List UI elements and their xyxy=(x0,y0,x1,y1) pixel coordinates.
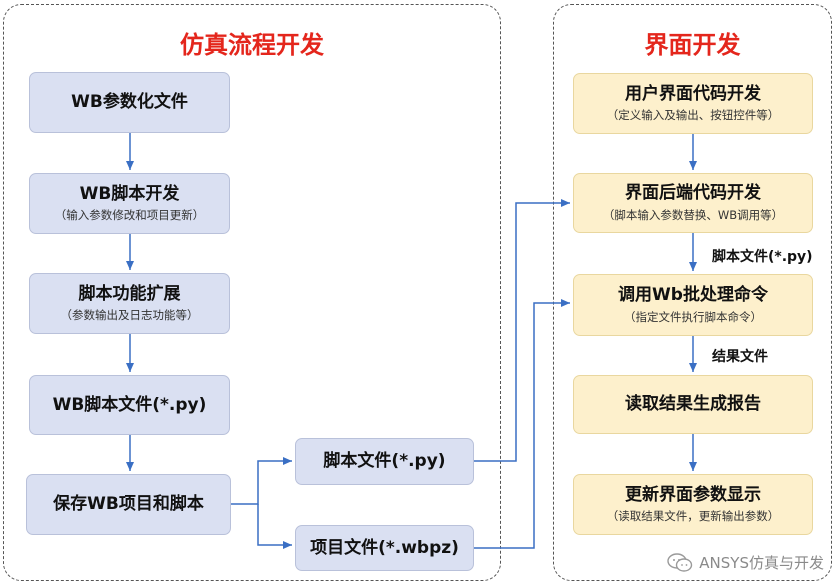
box-main-label: 界面后端代码开发 xyxy=(625,183,761,204)
box-sub-label: （读取结果文件，更新输出参数） xyxy=(606,509,780,524)
box-main-label: 脚本功能扩展 xyxy=(78,283,181,304)
box-call-wb-batch: 调用Wb批处理命令 （指定文件执行脚本命令） xyxy=(573,274,813,336)
box-sub-label: （定义输入及输出、按钮控件等） xyxy=(606,108,780,123)
ui-dev-group: 界面开发 xyxy=(553,4,832,581)
box-main-label: 脚本文件(*.py) xyxy=(323,451,446,472)
box-sub-label: （脚本输入参数替换、WB调用等） xyxy=(602,207,784,222)
box-main-label: WB脚本文件(*.py) xyxy=(52,394,207,415)
box-read-results-report: 读取结果生成报告 xyxy=(573,375,813,434)
box-backend-code-dev: 界面后端代码开发 （脚本输入参数替换、WB调用等） xyxy=(573,173,813,233)
box-wb-param-file: WB参数化文件 xyxy=(29,72,230,133)
arrow-f2-u3 xyxy=(474,299,570,549)
box-sub-label: （输入参数修改和项目更新） xyxy=(54,208,205,223)
box-main-label: 调用Wb批处理命令 xyxy=(618,285,768,306)
wechat-icon xyxy=(667,552,693,572)
arrow-b5-f1 xyxy=(231,457,292,505)
box-main-label: 读取结果生成报告 xyxy=(625,394,761,415)
box-main-label: 保存WB项目和脚本 xyxy=(53,494,204,515)
box-sub-label: （参数输出及日志功能等） xyxy=(60,308,199,323)
watermark: ANSYS仿真与开发 xyxy=(667,552,824,573)
watermark-text: ANSYS仿真与开发 xyxy=(699,554,824,572)
sim-flow-group: 仿真流程开发 xyxy=(3,4,501,581)
box-update-ui-params: 更新界面参数显示 （读取结果文件，更新输出参数） xyxy=(573,474,813,535)
box-sub-label: （指定文件执行脚本命令） xyxy=(624,309,762,324)
arrow-b5-f2 xyxy=(257,504,292,549)
ui-dev-title: 界面开发 xyxy=(644,31,741,59)
box-wb-script-file: WB脚本文件(*.py) xyxy=(29,375,230,435)
box-script-file: 脚本文件(*.py) xyxy=(295,438,474,485)
edge-label-script-file: 脚本文件(*.py) xyxy=(712,249,813,265)
sim-flow-title: 仿真流程开发 xyxy=(180,31,324,59)
edge-label-result-file: 结果文件 xyxy=(712,349,768,365)
box-wb-script-dev: WB脚本开发 （输入参数修改和项目更新） xyxy=(29,173,230,234)
arrow-f1-u2 xyxy=(474,199,570,462)
box-main-label: 项目文件(*.wbpz) xyxy=(310,537,459,558)
box-main-label: 用户界面代码开发 xyxy=(625,83,761,104)
box-project-file: 项目文件(*.wbpz) xyxy=(295,525,474,571)
box-main-label: WB脚本开发 xyxy=(79,183,180,204)
box-save-wb-project: 保存WB项目和脚本 xyxy=(26,474,231,535)
box-main-label: WB参数化文件 xyxy=(71,92,188,113)
box-main-label: 更新界面参数显示 xyxy=(625,484,761,505)
box-script-extension: 脚本功能扩展 （参数输出及日志功能等） xyxy=(29,273,230,334)
box-ui-code-dev: 用户界面代码开发 （定义输入及输出、按钮控件等） xyxy=(573,73,813,134)
